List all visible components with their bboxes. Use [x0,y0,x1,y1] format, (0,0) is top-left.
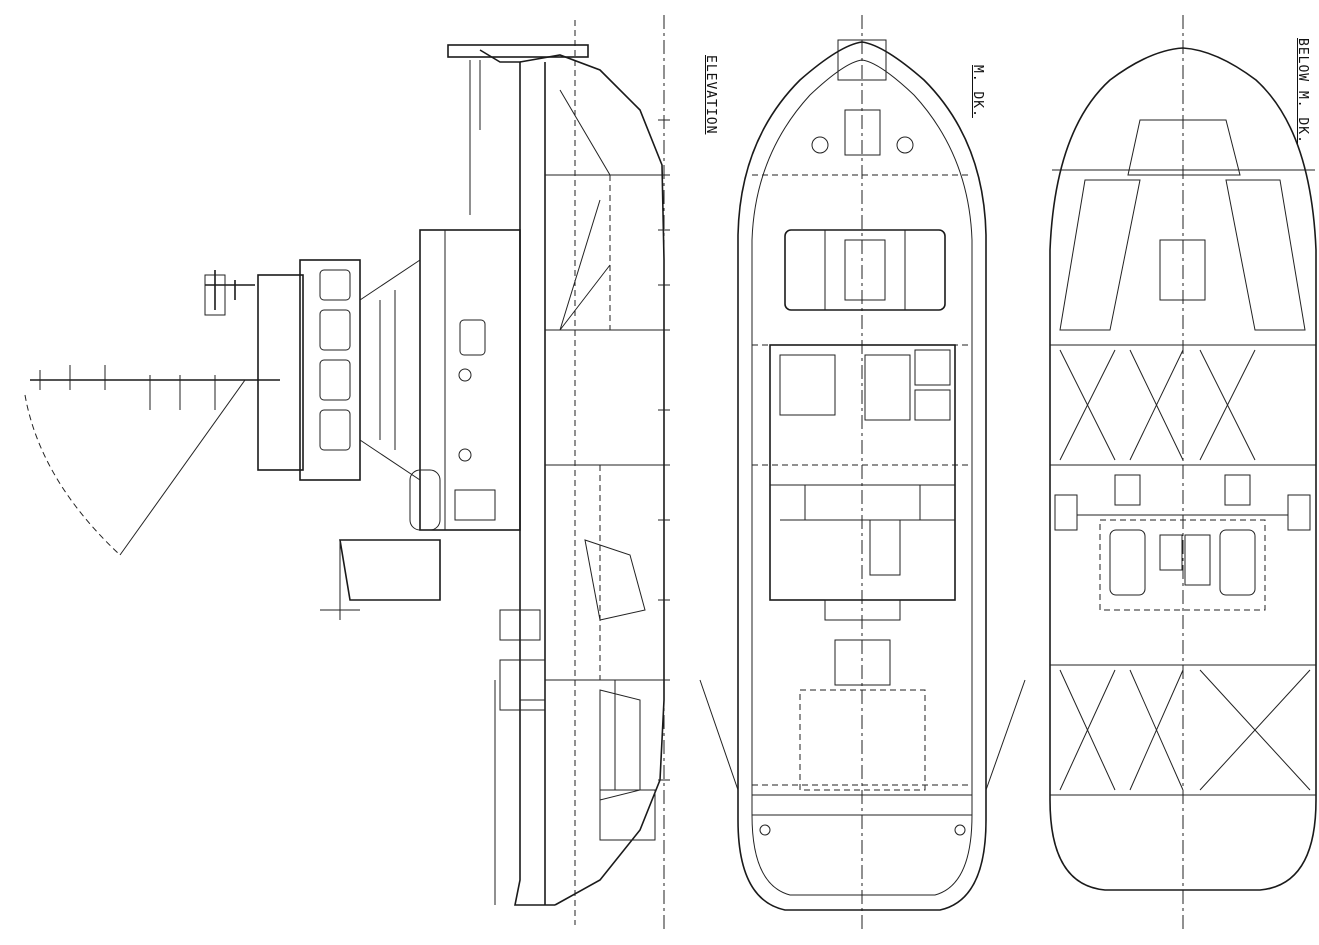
main-deck-stair [864,354,911,421]
elevation-view [24,15,670,930]
main-deck-bulwark [751,59,973,896]
below-main-deck-view [1049,15,1317,930]
below-deck-stbd-sea-chest [1287,494,1311,531]
main-deck-view [699,15,1026,930]
main-deck-bow-bitts [837,39,887,81]
below-deck-fuel-tanks [1059,349,1311,791]
main-deck-stern-rail [751,794,973,816]
main-deck-forward-stair [844,239,886,301]
elevation-liferaft [409,469,441,531]
below-deck-port-engine [1109,529,1146,596]
elevation-deckhouse [419,229,521,531]
elevation-wheelhouse-windows [319,269,351,451]
below-main-deck-title: BELOW M. DK. [1295,38,1310,144]
elevation-mast [205,270,255,310]
main-deck-forward-cabins [784,229,946,311]
elevation-title: ELEVATION [703,55,718,135]
main-deck-towing-winch [834,639,891,686]
below-deck-hull-outline [1049,47,1317,891]
main-deck-title: M. DK. [970,65,985,118]
below-deck-engine-room [1099,519,1266,611]
below-deck-stair [1159,239,1206,301]
elevation-tank-bulkheads [545,89,664,801]
elevation-bow-rail [447,44,589,58]
elevation-aft-winch [339,539,441,601]
elevation-bulwark [469,60,481,215]
elevation-main-deck-line [479,49,555,906]
elevation-wheelhouse [299,259,361,481]
below-deck-fore-peak [1127,119,1241,176]
elevation-hull-bottom [519,54,665,906]
elevation-propeller [584,539,646,621]
main-deck-hull-outline [737,41,987,911]
elevation-rudder [599,789,656,841]
below-deck-stbd-engine [1219,529,1256,596]
elevation-mast-lights [39,365,216,410]
below-deck-port-sea-chest [1054,494,1078,531]
elevation-wheelhouse-top [257,274,304,471]
elevation-mast-swing-arc [24,394,121,556]
